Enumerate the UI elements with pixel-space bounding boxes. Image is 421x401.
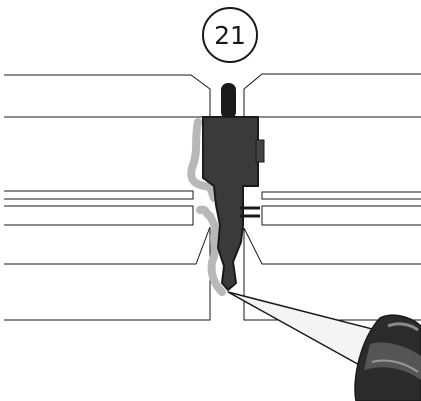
right-panel-layers — [243, 73, 421, 321]
step-badge: 21 — [202, 7, 258, 63]
profile-side-clip — [255, 139, 265, 163]
left-panel-layers — [4, 74, 211, 321]
step-number: 21 — [214, 21, 246, 50]
left-lower-board — [4, 226, 211, 321]
gun-highlight-lower — [371, 359, 419, 373]
left-middle-layer — [4, 205, 194, 226]
sealing-profile — [202, 83, 265, 291]
sealant-bead — [187, 118, 226, 296]
caulking-gun-icon — [227, 291, 421, 401]
profile-body — [202, 116, 259, 291]
right-upper-layer — [261, 191, 421, 200]
right-top-board — [243, 73, 421, 118]
gun-highlight — [387, 322, 419, 332]
profile-top-tab — [221, 83, 236, 119]
left-upper-layer — [4, 190, 194, 200]
right-middle-layer — [261, 205, 421, 226]
step-circle — [202, 7, 258, 63]
left-top-board — [4, 74, 211, 118]
